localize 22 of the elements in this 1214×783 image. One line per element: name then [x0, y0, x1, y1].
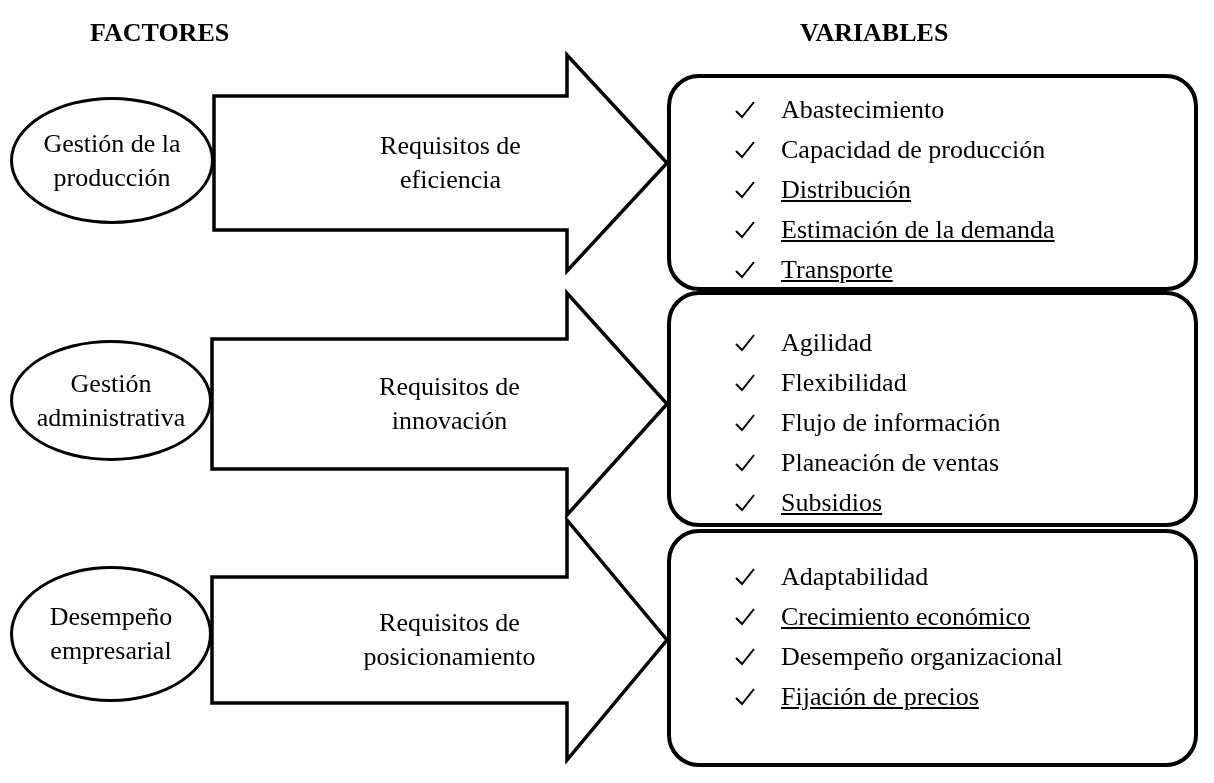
variable-item: Agilidad [781, 328, 872, 358]
factor-ellipse: Gestión administrativa [10, 340, 212, 461]
variables-box [667, 74, 1198, 291]
variable-item: Abastecimiento [781, 95, 945, 125]
variable-item: Subsidios [781, 488, 883, 518]
variable-item: Distribución [781, 175, 911, 205]
variable-item: Fijación de precios [781, 682, 979, 712]
variable-item: Crecimiento económico [781, 602, 1031, 632]
variable-item: Desempeño organizacional [781, 642, 1063, 672]
factor-ellipse: Desempeño empresarial [10, 566, 212, 702]
variable-item: Transporte [781, 255, 893, 285]
variable-item: Estimación de la demanda [781, 215, 1055, 245]
variable-item: Flujo de información [781, 408, 1001, 438]
column-heading: VARIABLES [800, 18, 949, 48]
variable-item: Capacidad de producción [781, 135, 1046, 165]
variables-box [667, 291, 1198, 527]
factor-ellipse: Gestión de la producción [10, 97, 214, 224]
variable-item: Adaptabilidad [781, 562, 929, 592]
variable-item: Flexibilidad [781, 368, 907, 398]
variable-item: Planeación de ventas [781, 448, 1000, 478]
variables-box [667, 529, 1198, 767]
column-heading: FACTORES [90, 18, 230, 48]
